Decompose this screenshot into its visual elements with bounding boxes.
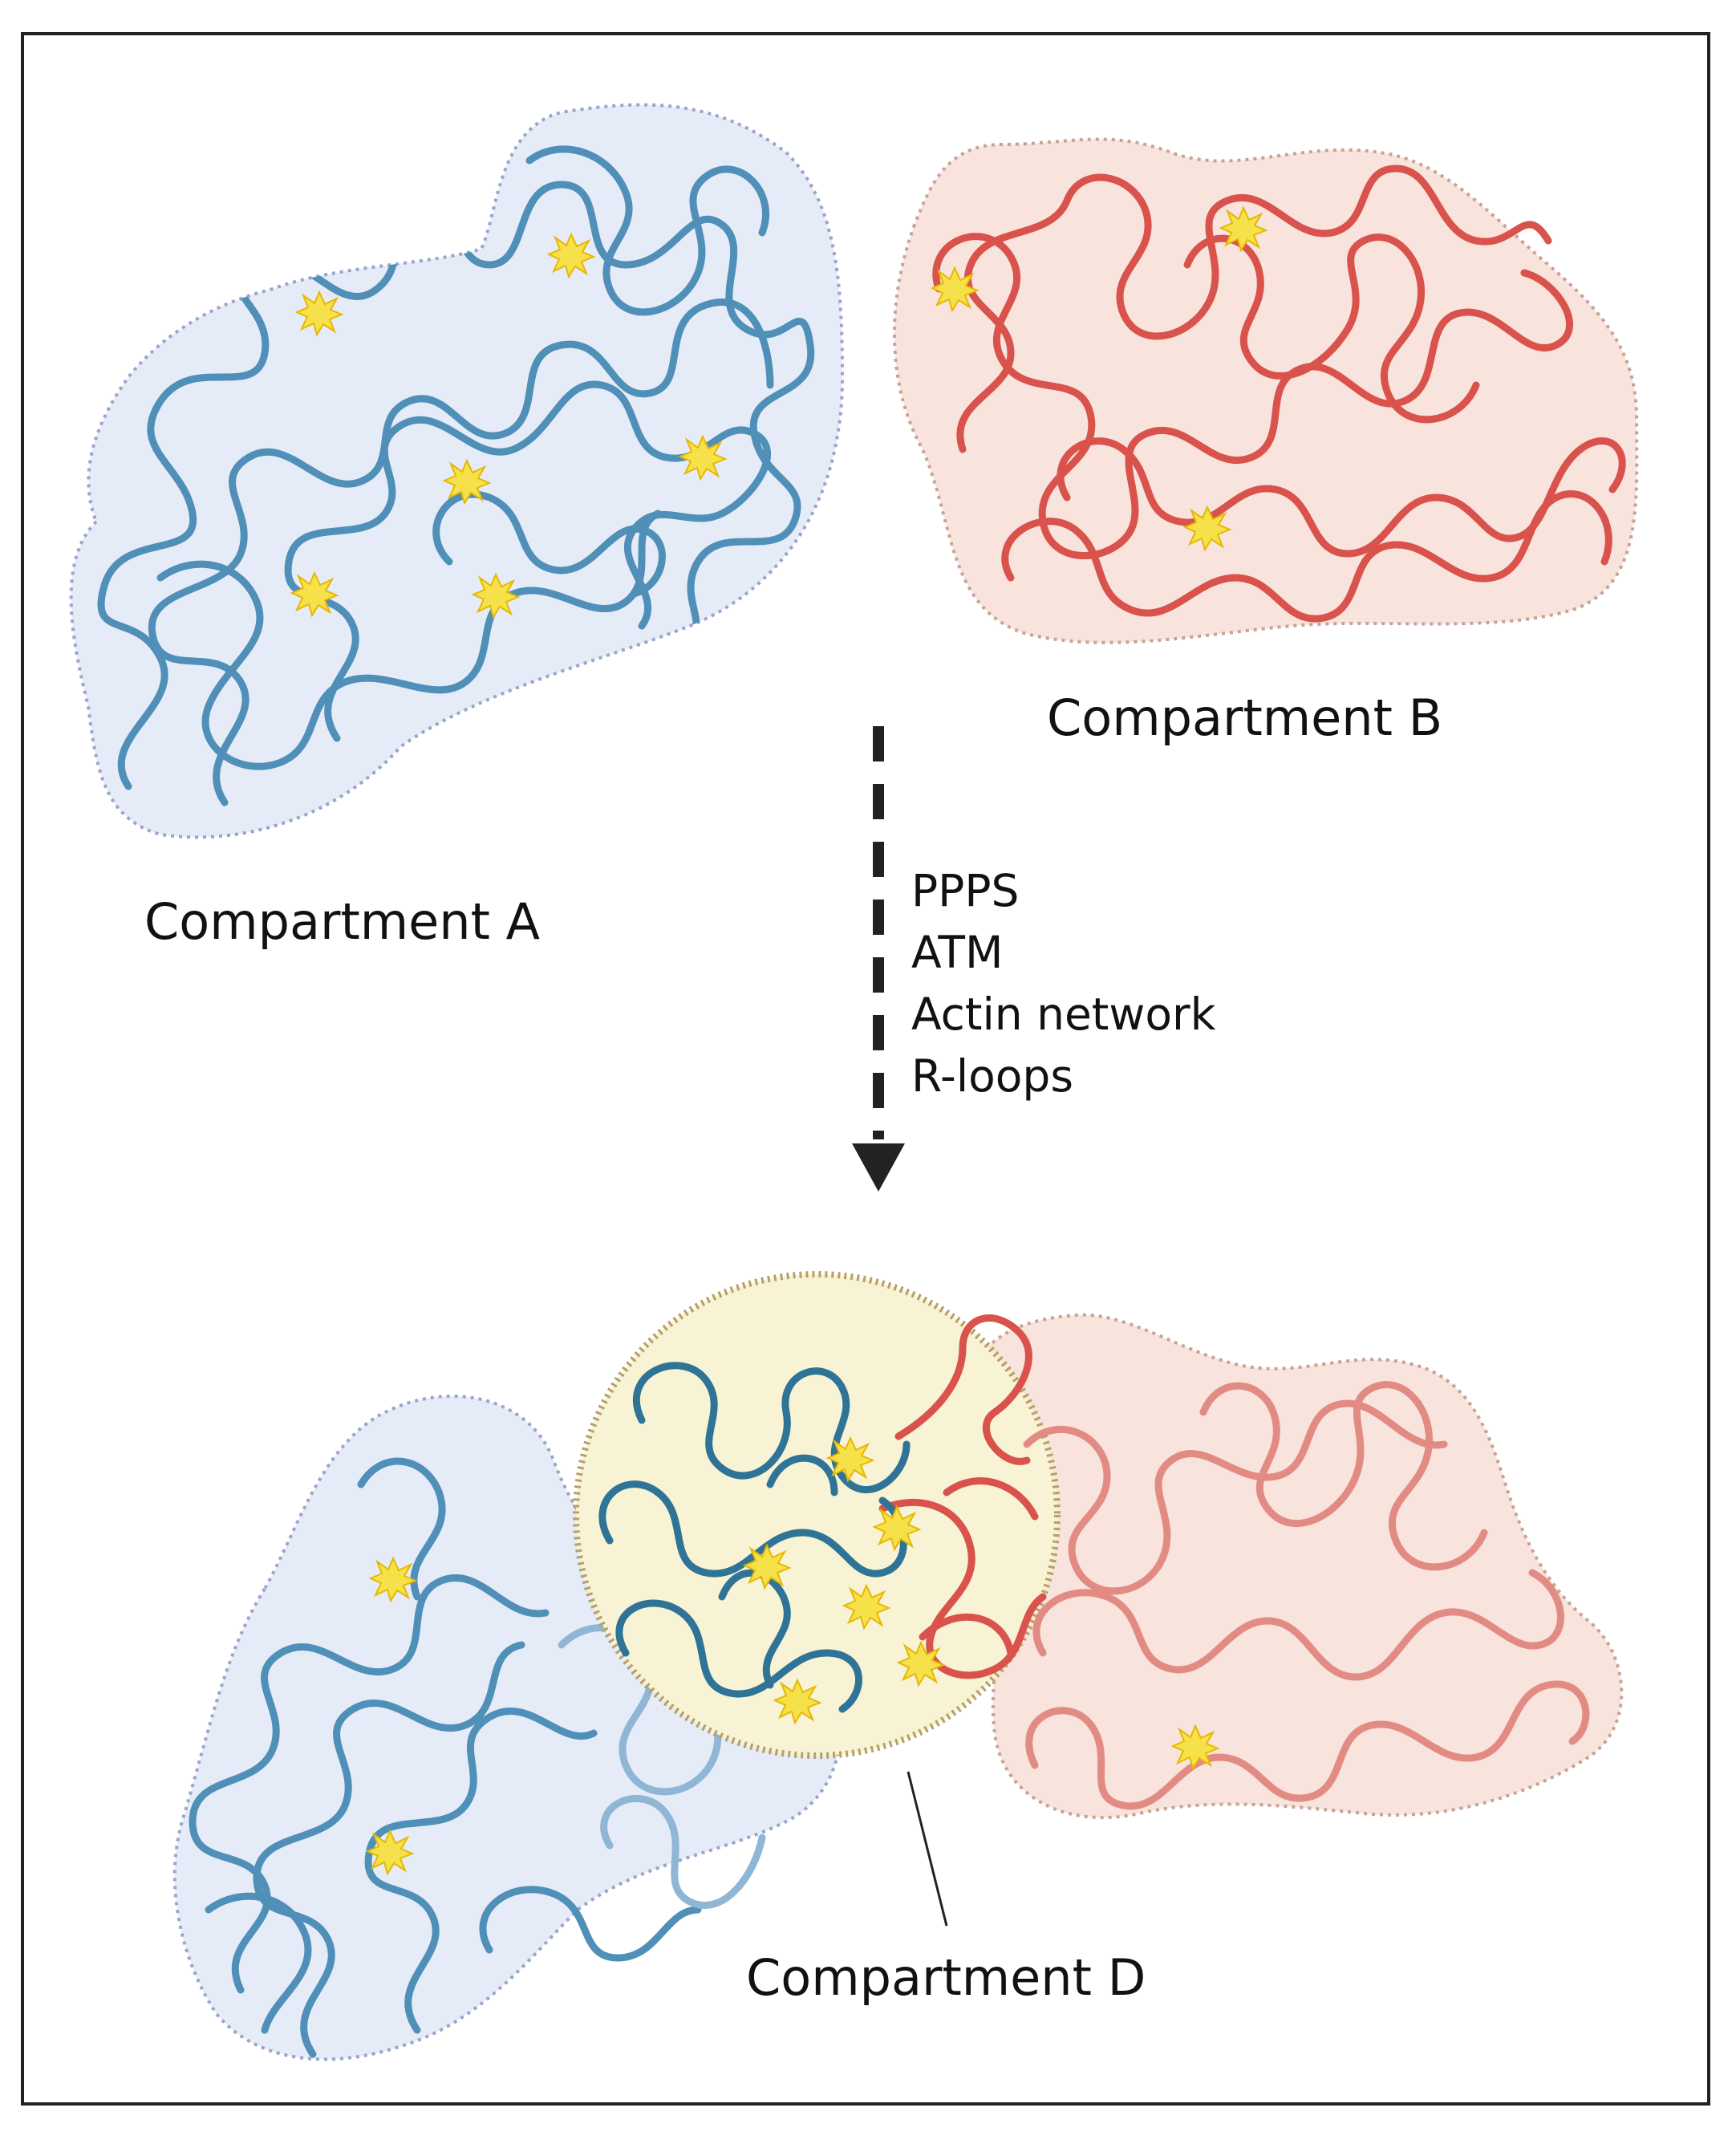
figure-frame [21,32,1710,2106]
compartment-d-chromatin [598,1362,911,1713]
compartment-a-chromatin [97,145,815,806]
factor-atm: ATM [911,927,1004,978]
compartment-b-chromatin [932,164,1626,623]
compartment-b-domain-after [976,1313,1624,1820]
dashed-arrow-down-icon [852,726,905,1192]
compartment-b-label: Compartment B [1047,688,1443,747]
compartment-a-domain-after [172,1395,842,2061]
compartment-d-domain [573,1271,1061,1759]
factor-actin-network: Actin network [911,989,1216,1040]
compartment-b-domain [893,137,1639,644]
factor-list: PPPS ATM Actin network R-loops [911,860,1215,1107]
factor-ppps: PPPS [911,865,1020,916]
factor-r-loops: R-loops [911,1050,1073,1102]
compartment-d-leader-line [907,1771,948,1927]
compartment-a-label: Compartment A [144,892,541,951]
compartment-d-label: Compartment D [746,1948,1146,2007]
compartment-b-chromatin-after [878,1314,1590,1810]
